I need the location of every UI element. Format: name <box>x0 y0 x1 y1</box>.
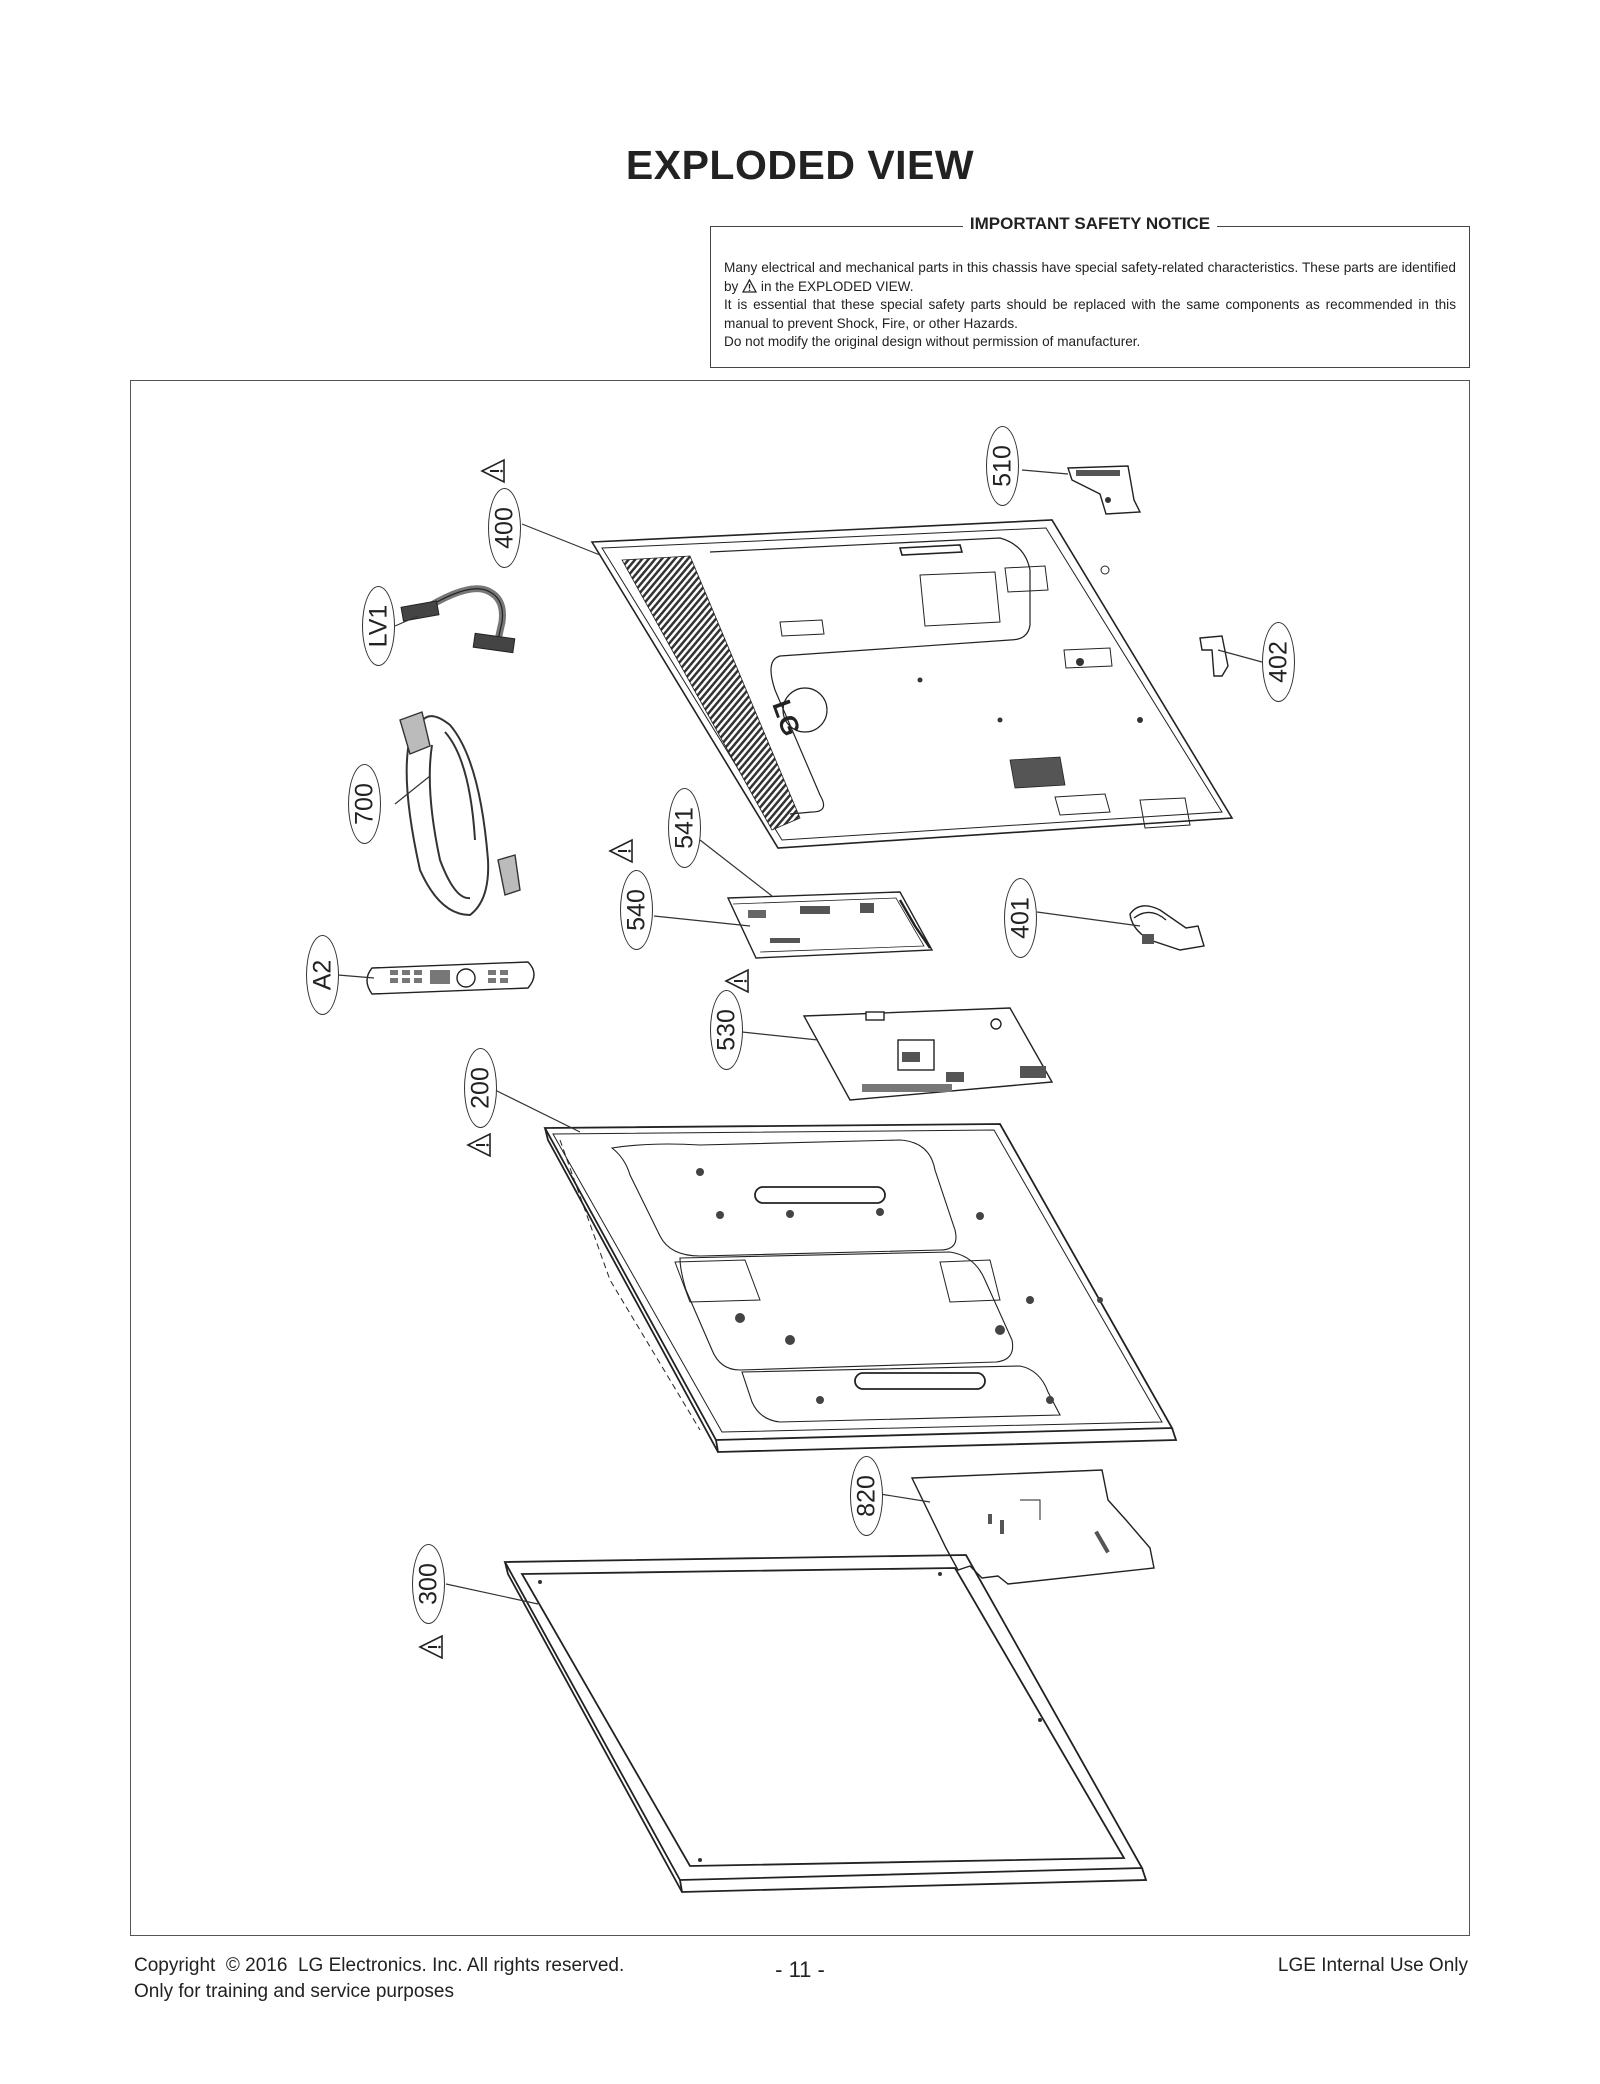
back-cover <box>590 519 1234 849</box>
page-title: EXPLODED VIEW <box>625 142 975 188</box>
warning-triangle-icon <box>608 838 633 864</box>
footer-internal-use: LGE Internal Use Only <box>1277 1955 1468 1976</box>
insulator-sheet <box>910 1469 1155 1585</box>
main-board <box>726 891 934 959</box>
callout-400: 400 <box>488 488 521 568</box>
module-frame <box>543 1123 1178 1453</box>
safety-notice-body: Many electrical and mechanical parts in … <box>724 259 1456 352</box>
callout-700: 700 <box>348 764 381 844</box>
tv-stand-bracket <box>1067 465 1142 515</box>
warning-triangle-icon <box>418 1634 443 1660</box>
footer-copyright: Copyright © 2016 LG Electronics. Inc. Al… <box>134 1955 625 1976</box>
warning-triangle-icon <box>466 1132 491 1158</box>
notice-line-1-end: in the EXPLODED VIEW. <box>760 278 914 294</box>
remote-control <box>366 961 535 995</box>
power-cord <box>399 711 521 917</box>
page-number: - 11 - <box>775 1957 825 1982</box>
power-board <box>802 1007 1054 1101</box>
leader-lines <box>337 469 1263 1605</box>
callout-540: 540 <box>620 870 653 950</box>
callout-200: 200 <box>464 1048 497 1128</box>
callout-lv1: LV1 <box>362 586 395 666</box>
notice-line-3: Do not modify the original design withou… <box>724 334 1141 349</box>
notice-line-2: It is essential that these special safet… <box>724 297 1456 331</box>
safety-notice-heading: IMPORTANT SAFETY NOTICE <box>962 214 1218 233</box>
exploded-view-frame <box>130 380 1470 1936</box>
callout-a2: A2 <box>306 935 339 1015</box>
side-bracket <box>1199 635 1229 677</box>
callout-541: 541 <box>668 788 701 868</box>
callout-401: 401 <box>1004 878 1037 958</box>
front-bezel <box>503 1554 1148 1893</box>
footer-purpose: Only for training and service purposes <box>134 1981 454 2002</box>
callout-530: 530 <box>710 990 743 1070</box>
callout-510: 510 <box>986 426 1019 506</box>
ir-sensor <box>1129 905 1205 951</box>
warning-triangle-icon <box>480 458 505 484</box>
notice-line-1: Many electrical and mechanical parts in … <box>724 260 1456 294</box>
warning-triangle-icon <box>742 278 758 293</box>
warning-triangle-icon <box>724 968 749 994</box>
callout-300: 300 <box>412 1544 445 1624</box>
callout-402: 402 <box>1262 622 1295 702</box>
safety-notice-box: IMPORTANT SAFETY NOTICE Many electrical … <box>710 214 1470 368</box>
lvds-cable <box>400 585 516 654</box>
callout-820: 820 <box>850 1456 883 1536</box>
